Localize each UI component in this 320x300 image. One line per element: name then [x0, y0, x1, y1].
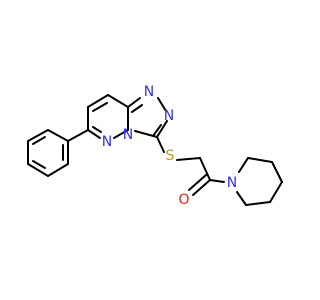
bonds — [27, 94, 283, 206]
bond — [157, 97, 167, 112]
bond — [47, 129, 69, 142]
atom-o-carbonyl: O — [178, 192, 189, 208]
bond — [92, 102, 108, 112]
bond — [192, 179, 211, 196]
bond — [152, 124, 162, 137]
bond — [271, 161, 283, 183]
bond — [47, 163, 69, 177]
bond — [156, 120, 168, 138]
bond — [27, 129, 49, 142]
bond — [113, 129, 129, 139]
bond — [32, 160, 46, 169]
atom-n-triazole-top: N — [144, 84, 154, 100]
bond — [27, 163, 49, 177]
bond — [32, 136, 46, 145]
atom-n-triazole-right: N — [164, 108, 174, 124]
bond — [269, 181, 283, 203]
bond — [127, 97, 141, 108]
molecule-structure: N N N N S O N — [27, 84, 283, 208]
bond — [199, 157, 211, 181]
atom-n-pyridazine: N — [102, 134, 112, 150]
bond — [247, 157, 273, 163]
bond — [238, 157, 249, 173]
bond — [92, 126, 102, 133]
bond — [134, 130, 158, 138]
atom-s-thioether: S — [166, 148, 175, 164]
bond — [236, 191, 247, 206]
bond — [67, 129, 89, 142]
bond — [156, 136, 165, 153]
bond — [87, 94, 109, 108]
atom-labels: N N N N S O N — [102, 84, 237, 208]
bond — [131, 104, 143, 113]
bond — [176, 157, 201, 161]
bond — [107, 94, 129, 108]
bond — [209, 179, 225, 183]
atom-n-piperidine: N — [227, 175, 237, 191]
bond — [87, 129, 101, 139]
bond — [245, 201, 271, 206]
atom-n-bridgehead: N — [123, 127, 133, 143]
bond — [188, 174, 207, 191]
